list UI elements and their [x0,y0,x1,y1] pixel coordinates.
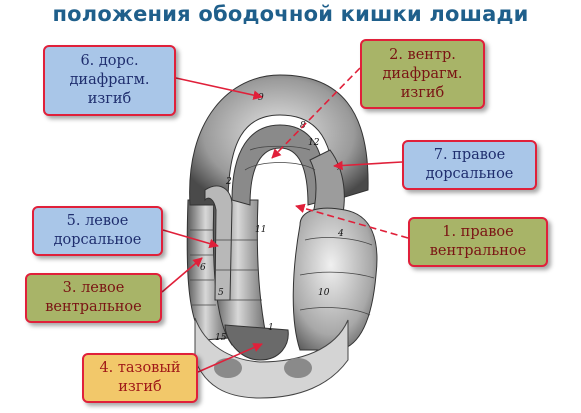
fig-num-5: 5 [218,288,224,298]
fig-num-15: 15 [215,333,227,343]
arrow-2 [271,67,361,159]
label-left-ventral-colon: 3. левое вентральное [25,273,162,323]
right-ventral-colon-shape [292,207,378,351]
fig-num-1: 1 [268,323,274,333]
fig-num-12: 12 [308,138,320,148]
pelvis-foramen-left [214,358,242,378]
fig-num-7: 7 [336,163,342,173]
arrow-4 [197,343,263,373]
fig-num-11: 11 [255,225,266,235]
arrow-3 [161,257,203,293]
diagram-title: положения ободочной кишки лошади [52,2,529,26]
label-left-dorsal-colon: 5. левое дорсальное [32,206,163,256]
arrow-5 [162,229,219,249]
arrow-6 [175,77,263,100]
fig-num-4: 4 [337,229,344,239]
label-right-ventral-colon: 1. правое вентральное [408,217,548,267]
label-right-dorsal-colon: 7. правое дорсальное [402,140,537,190]
fig-num-9: 9 [258,93,264,103]
label-pelvic-flexure: 4. тазовый изгиб [82,353,198,403]
arrow-1 [295,203,409,239]
label-ventral-diaphragmatic-flexure: 2. вентр. диафрагм. изгиб [360,39,485,109]
pelvis-foramen-right [284,358,312,378]
dorsal-diaphragmatic-flexure-shape [189,74,369,206]
fig-num-6: 6 [200,263,206,273]
arrow-7 [333,160,403,171]
pelvic-flexure-shape [224,324,289,361]
label-dorsal-diaphragmatic-flexure: 6. дорс. диафрагм. изгиб [43,45,176,116]
fig-num-10: 10 [318,288,330,298]
fig-num-2: 2 [225,177,232,187]
pelvis-shape [194,317,349,399]
